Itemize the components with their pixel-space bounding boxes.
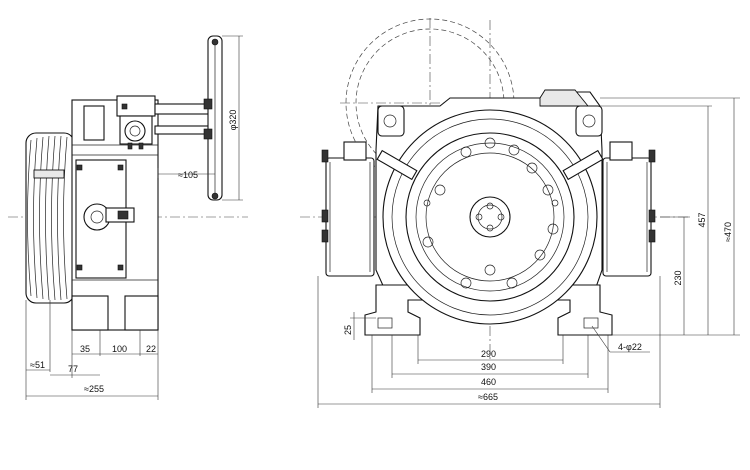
front-view: ≈470 457 230 25 290 390 460	[300, 18, 740, 408]
brake-arms	[376, 149, 604, 181]
dim-handwheel-offset: ≈105	[178, 170, 198, 180]
right-brake	[602, 141, 656, 277]
side-view: φ320 ≈105 35 100 22 ≈51 77 ≈255	[8, 35, 248, 400]
handwheel	[154, 35, 223, 201]
dim-span-290: 290	[481, 349, 496, 359]
dim-foot-25: 25	[343, 325, 353, 335]
dim-handwheel-dia: φ320	[228, 110, 238, 131]
dim-height-457: 457	[697, 212, 707, 227]
dim-overall-255: ≈255	[84, 384, 104, 394]
motor-body	[71, 95, 159, 331]
dim-foot-22: 22	[146, 344, 156, 354]
traction-sheave	[25, 132, 75, 304]
rotor	[382, 109, 598, 325]
dim-overall-665: ≈665	[478, 392, 498, 402]
dim-span-460: 460	[481, 377, 496, 387]
dim-bolt-holes: 4-φ22	[618, 342, 642, 352]
dim-height-470: ≈470	[723, 222, 733, 242]
dim-foot-100: 100	[112, 344, 127, 354]
dim-left-77: 77	[68, 364, 78, 374]
front-dimensions: ≈470 457 230 25 290 390 460	[317, 97, 740, 408]
left-brake	[321, 141, 375, 277]
dim-left-51: ≈51	[30, 360, 45, 370]
dim-foot-35: 35	[80, 344, 90, 354]
dim-span-390: 390	[481, 362, 496, 372]
dim-shaft-230: 230	[673, 270, 683, 285]
side-dimensions: φ320 ≈105 35 100 22 ≈51 77 ≈255	[25, 35, 243, 400]
